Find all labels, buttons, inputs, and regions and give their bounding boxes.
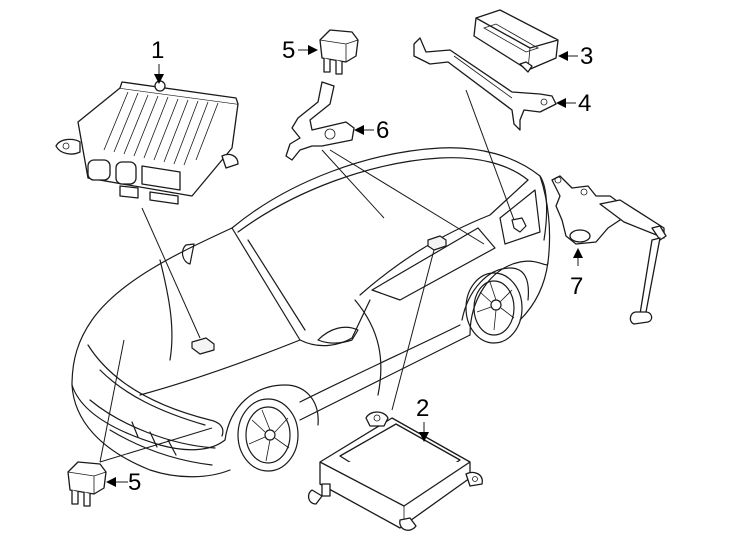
callout-5-bottom-label: 5 — [128, 469, 141, 496]
callout-3: 3 — [558, 43, 593, 70]
callout-6-label: 6 — [376, 117, 389, 144]
front-wheel — [224, 384, 319, 472]
callout-3-label: 3 — [580, 43, 593, 70]
callout-5-top-label: 5 — [282, 37, 295, 64]
callout-6: 6 — [354, 117, 389, 144]
part-3-module — [473, 9, 559, 73]
vehicle-outline — [71, 147, 551, 478]
rear-wheel — [461, 267, 530, 344]
part-7-height-sensor — [551, 175, 667, 325]
callout-7: 7 — [570, 248, 583, 300]
part-1-control-module — [55, 80, 239, 205]
callout-1: 1 — [151, 37, 164, 84]
callout-4: 4 — [556, 90, 591, 117]
callout-1-label: 1 — [151, 37, 164, 64]
part-6-bracket — [285, 81, 355, 161]
part-2-airbag-module — [307, 411, 483, 531]
part-5-sensor-top — [319, 29, 359, 75]
callout-2: 2 — [416, 395, 429, 442]
part-5-sensor-bottom — [67, 461, 107, 507]
part-4-bracket — [413, 37, 557, 131]
callout-5-bottom: 5 — [106, 469, 141, 496]
callout-7-label: 7 — [570, 273, 583, 300]
callout-5-top: 5 — [282, 37, 318, 64]
callout-2-label: 2 — [416, 395, 429, 422]
callout-4-label: 4 — [578, 90, 591, 117]
